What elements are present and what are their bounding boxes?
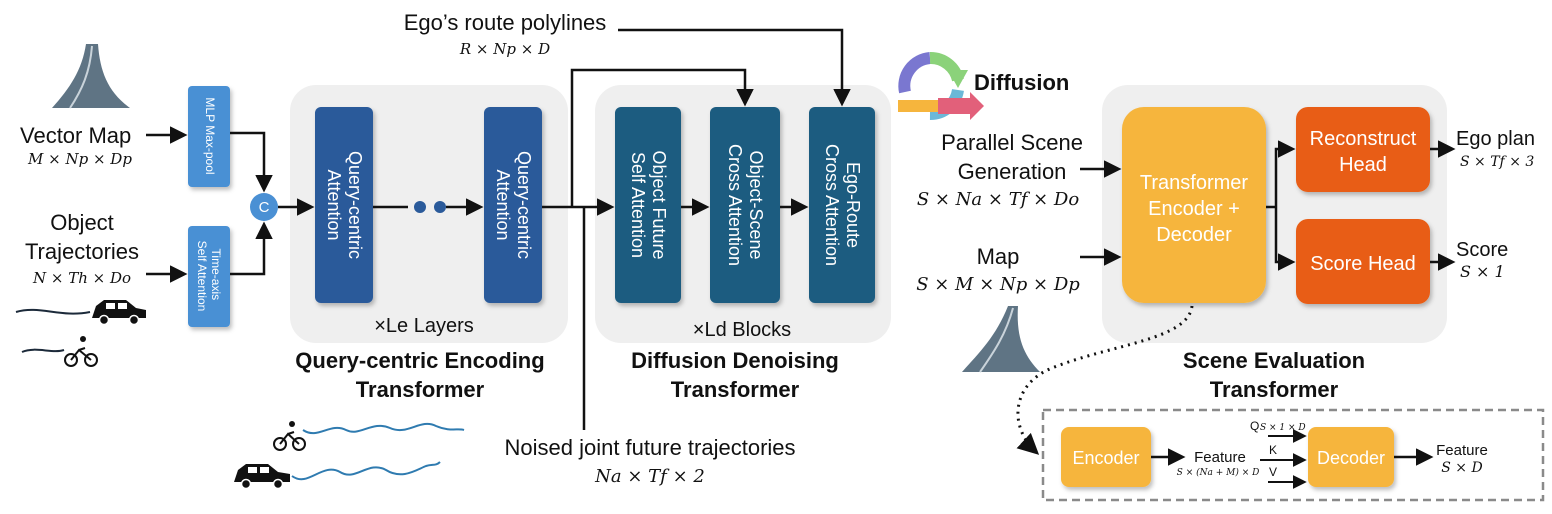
- object-future-label: Object FutureSelf Attention: [628, 150, 669, 259]
- time-axis-box: [188, 226, 230, 327]
- score-head-label: Score Head: [1310, 253, 1416, 275]
- object-scene-label: Object-SceneCross Attention: [725, 144, 766, 266]
- detail-encoder-box: [1061, 427, 1151, 487]
- diffusion-label: Diffusion: [974, 70, 1069, 95]
- car-icon-noised: [234, 464, 290, 490]
- map-shape: S × M × Np × Dp: [916, 274, 1080, 295]
- denoising-repeat-label: ×Ld Blocks: [693, 319, 791, 341]
- query-centric-block-2: [484, 107, 542, 303]
- detail-feature-label: Feature: [1194, 449, 1246, 466]
- detail-out-feature-label: Feature: [1436, 442, 1488, 459]
- ego-plan-label: Ego plan: [1456, 128, 1535, 150]
- ellipsis-dot-2: [434, 201, 446, 213]
- encoding-title-line1: Query-centric Encoding: [295, 348, 544, 373]
- vector-map-label: Vector Map: [20, 123, 131, 148]
- arrow-time-to-concat: [230, 221, 273, 276]
- concat-node: [250, 193, 278, 221]
- concat-label: C: [259, 199, 270, 216]
- arrow-mlp-to-concat: [230, 131, 273, 193]
- object-scene-block: [710, 107, 780, 303]
- ellipsis-dot-1: [414, 201, 426, 213]
- detail-q-label: Q: [1250, 419, 1259, 433]
- evaluation-title-line2: Transformer: [1210, 377, 1339, 402]
- ego-route-label: Ego’s route polylines: [404, 10, 607, 35]
- detail-out-shape: S × D: [1441, 460, 1482, 476]
- score-shape: S × 1: [1460, 262, 1505, 281]
- detail-encoder-label: Encoder: [1072, 448, 1139, 468]
- detail-box: [1041, 408, 1545, 502]
- reconstruct-head-line2: Head: [1339, 154, 1387, 176]
- mlp-maxpool-label: MLP Max-pool: [203, 97, 217, 174]
- road-icon-map: [962, 306, 1040, 373]
- map-label: Map: [977, 244, 1020, 269]
- reconstruct-head-line1: Reconstruct: [1310, 128, 1417, 150]
- evaluation-title-line1: Scene Evaluation: [1183, 348, 1365, 373]
- parallel-scene-label: Parallel Scene: [941, 130, 1083, 155]
- arrow-ego-route: [618, 28, 851, 107]
- bicycle-icon: [21, 336, 98, 367]
- encoding-repeat-label: ×Le Layers: [374, 315, 474, 337]
- object-future-block: [615, 107, 681, 303]
- trajectories-label: Trajectories: [25, 239, 139, 264]
- noised-trajectory-1: [302, 423, 465, 435]
- diffusion-icon: [898, 52, 984, 121]
- transformer-core-box: [1122, 107, 1266, 303]
- ego-route-block-label: Ego-RouteCross Attention: [822, 144, 863, 266]
- ego-route-shape: R × Np × D: [459, 40, 550, 58]
- query-centric-block-1: [315, 107, 373, 303]
- detail-decoder-box: [1308, 427, 1394, 487]
- connectors: [146, 28, 1456, 489]
- arrow-scene-context: [570, 68, 754, 207]
- noised-trajectory-2: [291, 461, 441, 481]
- arrow-core-to-reconstruct: [1274, 140, 1296, 207]
- transformer-core-line2: Encoder +: [1148, 198, 1240, 220]
- object-traj-shape: N × Th × Do: [32, 269, 131, 287]
- generation-label: Generation: [958, 159, 1067, 184]
- arrow-core-to-score: [1274, 207, 1296, 271]
- reconstruct-head-box: [1296, 107, 1430, 192]
- denoising-title-line2: Transformer: [671, 377, 800, 402]
- time-axis-label-line1: Time-axis: [209, 249, 223, 301]
- vector-map-shape: M × Np × Dp: [27, 150, 132, 168]
- detail-k-label: K: [1269, 443, 1277, 457]
- mlp-maxpool-box: [188, 86, 230, 187]
- ego-route-block: [809, 107, 875, 303]
- noised-label: Noised joint future trajectories: [504, 435, 795, 460]
- bicycle-icon-noised: [273, 421, 306, 451]
- object-label: Object: [50, 210, 114, 235]
- road-icon: [52, 44, 130, 109]
- score-head-box: [1296, 219, 1430, 304]
- score-label: Score: [1456, 239, 1508, 261]
- query-centric-label-1: Query-centricAttention: [324, 151, 365, 259]
- noised-shape: Na × Tf × 2: [594, 466, 705, 487]
- car-icon: [15, 300, 146, 326]
- transformer-core-line3: Decoder: [1156, 224, 1232, 246]
- parallel-shape: S × Na × Tf × Do: [917, 189, 1079, 210]
- query-centric-label-2: Query-centricAttention: [493, 151, 534, 259]
- detail-feature-shape: S × (Na + M) × D: [1177, 467, 1260, 478]
- encoding-title-line2: Transformer: [356, 377, 485, 402]
- denoising-title-line1: Diffusion Denoising: [631, 348, 839, 373]
- detail-decoder-label: Decoder: [1317, 448, 1385, 468]
- ego-plan-shape: S × Tf × 3: [1460, 154, 1534, 170]
- time-axis-label: Time-axis Self Attention: [195, 241, 223, 312]
- transformer-core-line1: Transformer: [1140, 172, 1249, 194]
- detail-v-label: V: [1269, 465, 1277, 479]
- detail-q-shape: S × 1 × D: [1260, 423, 1306, 433]
- time-axis-label-line2: Self Attention: [195, 241, 209, 312]
